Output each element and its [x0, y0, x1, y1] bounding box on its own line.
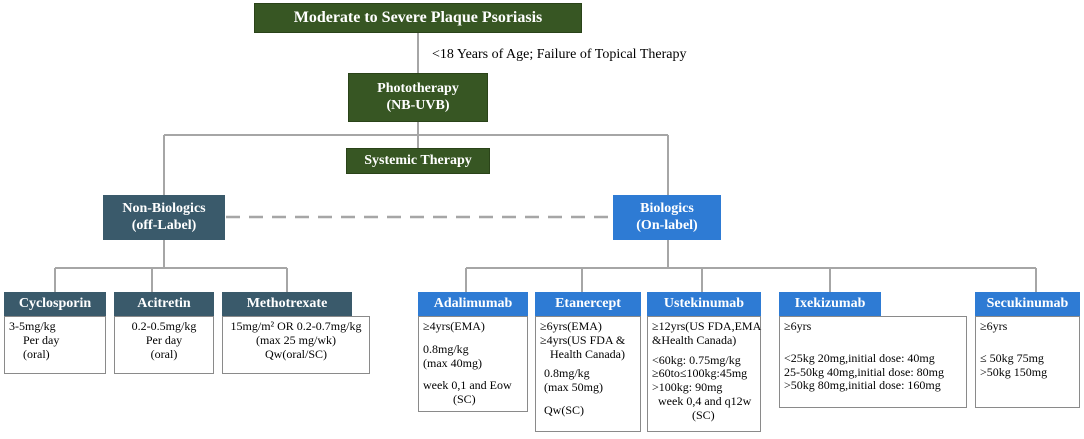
ustekinumab-line: ≥60to≤100kg:45mg [652, 366, 748, 381]
systemic-therapy-label: Systemic Therapy [364, 152, 472, 168]
acitretin-line: 0.2-0.5mg/kg [131, 319, 197, 333]
cyclosporin-name: Cyclosporin [18, 295, 92, 311]
cyclosporin-line: Per day [23, 332, 60, 347]
adalimumab-info: ≥4yrs(EMA) 0.8mg/kg (max 40mg) week 0,1 … [418, 316, 528, 412]
secukinumab-line: >50kg 150mg [980, 364, 1048, 379]
non-biologics-line2: (off-Label) [131, 217, 197, 233]
etanercept-line: 0.8mg/kg [544, 366, 590, 381]
etanercept-info: ≥6yrs(EMA) ≥4yrs(US FDA & Health Canada)… [535, 316, 641, 432]
secukinumab-name: Secukinumab [986, 295, 1069, 311]
methotrexate-info: 15mg/m² OR 0.2-0.7mg/kg (max 25 mg/wk) Q… [222, 316, 370, 374]
ustekinumab-line: <60kg: 0.75mg/kg [652, 352, 741, 367]
phototherapy-box: Phototherapy (NB-UVB) [348, 73, 488, 122]
acitretin-header: Acitretin [114, 292, 214, 316]
adalimumab-name: Adalimumab [433, 295, 513, 311]
ixekizumab-line: 25-50kg 40mg,initial dose: 80mg [784, 364, 944, 379]
adalimumab-line: 0.8mg/kg [423, 341, 469, 356]
acitretin-name: Acitretin [137, 295, 191, 311]
ixekizumab-name: Ixekizumab [794, 295, 866, 311]
methotrexate-line: (max 25 mg/wk) [256, 332, 336, 347]
etanercept-header: Etanercept [535, 292, 641, 316]
adalimumab-header: Adalimumab [418, 292, 528, 316]
cyclosporin-header: Cyclosporin [4, 292, 106, 316]
secukinumab-line: ≥6yrs [980, 319, 1008, 333]
non-biologics-box: Non-Biologics (off-Label) [103, 195, 225, 240]
ustekinumab-info: ≥12yrs(US FDA,EMA &Health Canada) <60kg:… [647, 316, 761, 432]
ustekinumab-header: Ustekinumab [647, 292, 761, 316]
ustekinumab-line: >100kg: 90mg [652, 380, 723, 395]
methotrexate-line: Qw(oral/SC) [265, 346, 327, 361]
title-box: Moderate to Severe Plaque Psoriasis [254, 3, 582, 33]
adalimumab-line: (max 40mg) [423, 355, 482, 370]
biologics-line2: (On-label) [636, 217, 698, 233]
secukinumab-info: ≥6yrs ≤ 50kg 75mg >50kg 150mg [975, 316, 1080, 408]
etanercept-name: Etanercept [555, 295, 621, 311]
adalimumab-line: (SC) [453, 392, 476, 407]
secukinumab-line: ≤ 50kg 75mg [980, 350, 1044, 365]
methotrexate-header: Methotrexate [222, 292, 352, 316]
ixekizumab-header: Ixekizumab [779, 292, 881, 316]
acitretin-line: Per day [145, 332, 183, 347]
phototherapy-line1: Phototherapy [377, 80, 459, 96]
ustekinumab-line: &Health Canada) [652, 332, 737, 347]
criteria-text: <18 Years of Age; Failure of Topical The… [432, 47, 687, 62]
title-text: Moderate to Severe Plaque Psoriasis [293, 9, 543, 27]
non-biologics-line1: Non-Biologics [122, 200, 206, 216]
biologics-box: Biologics (On-label) [613, 195, 721, 240]
ustekinumab-line: (SC) [692, 407, 715, 422]
biologics-line1: Biologics [640, 200, 694, 216]
ustekinumab-line: ≥12yrs(US FDA,EMA [652, 319, 762, 333]
methotrexate-line: 15mg/m² OR 0.2-0.7mg/kg [230, 319, 362, 333]
adalimumab-line: ≥4yrs(EMA) [423, 319, 485, 333]
ixekizumab-line: >50kg 80mg,initial dose: 160mg [784, 378, 941, 393]
etanercept-line: (max 50mg) [544, 380, 603, 395]
etanercept-line: Health Canada) [550, 346, 625, 361]
systemic-therapy-box: Systemic Therapy [346, 148, 490, 174]
ixekizumab-line: ≥6yrs [784, 319, 812, 333]
ixekizumab-line: <25kg 20mg,initial dose: 40mg [784, 350, 935, 365]
methotrexate-name: Methotrexate [246, 295, 328, 311]
cyclosporin-info: 3-5mg/kg Per day (oral) [4, 316, 106, 374]
acitretin-line: (oral) [150, 346, 178, 361]
ixekizumab-info: ≥6yrs <25kg 20mg,initial dose: 40mg 25-5… [779, 316, 967, 408]
ustekinumab-line: week 0,4 and q12w [658, 393, 752, 408]
cyclosporin-line: 3-5mg/kg [9, 319, 56, 333]
etanercept-line: ≥6yrs(EMA) [540, 319, 602, 333]
ustekinumab-name: Ustekinumab [663, 295, 745, 311]
adalimumab-line: week 0,1 and Eow [423, 378, 512, 393]
acitretin-info: 0.2-0.5mg/kg Per day (oral) [114, 316, 214, 374]
secukinumab-header: Secukinumab [975, 292, 1080, 316]
cyclosporin-line: (oral) [23, 346, 50, 361]
etanercept-line: Qw(SC) [544, 402, 585, 417]
etanercept-line: ≥4yrs(US FDA & [540, 332, 626, 347]
phototherapy-line2: (NB-UVB) [386, 97, 450, 113]
